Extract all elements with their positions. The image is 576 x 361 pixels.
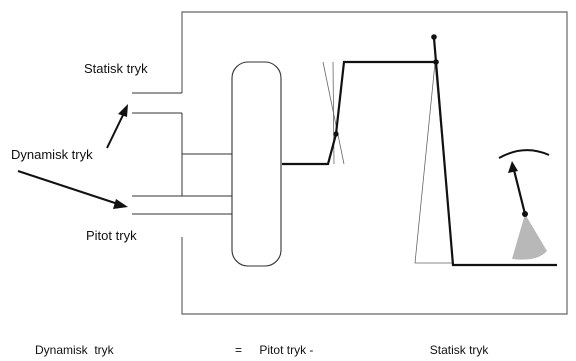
static-pressure-label: Statisk tryk	[84, 61, 148, 76]
pivot-sector-top	[431, 34, 437, 40]
gauge-needle	[512, 169, 527, 215]
pivot-sector	[433, 59, 439, 65]
linkage-rod-sector	[434, 61, 557, 267]
pitot-pressure-label: Pitot tryk	[86, 228, 137, 243]
formula-static-term: Statisk tryk	[429, 343, 489, 357]
housing-frame	[181, 11, 568, 315]
arrow-to-pitot-head	[113, 199, 128, 209]
pivot-lever	[333, 131, 339, 137]
gauge-hub	[522, 211, 528, 217]
gauge-sector	[512, 214, 547, 260]
formula-dynamic-term: Dynamisk tryk	[35, 343, 114, 357]
gauge-dial-arc	[498, 149, 550, 159]
gauge-needle-tip	[508, 161, 518, 173]
formula-equals: =	[235, 343, 243, 357]
dynamic-pressure-label: Dynamisk tryk	[11, 147, 93, 162]
sector-triangle	[414, 62, 454, 264]
diaphragm-capsule	[231, 61, 282, 267]
linkage-rod	[282, 37, 438, 166]
formula-pitot-term: Pitot tryk -	[259, 343, 314, 357]
arrow-to-pitot	[17, 170, 119, 205]
arrow-to-static-head	[118, 104, 128, 117]
lever-thin-2	[332, 61, 335, 165]
pressure-formula: Dynamisk tryk = Pitot tryk - Statisk try…	[35, 343, 488, 357]
arrow-to-static	[106, 112, 125, 149]
